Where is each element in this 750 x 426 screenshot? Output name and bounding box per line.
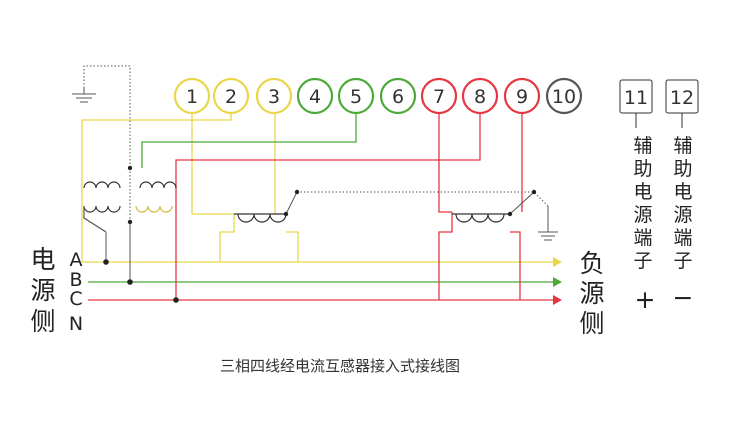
aux-terminal-11: 11 bbox=[619, 79, 653, 128]
terminal-5: 5 bbox=[337, 77, 375, 115]
terminal-10: 10 bbox=[545, 77, 583, 115]
terminal-10-label: 10 bbox=[552, 86, 576, 108]
terminal-2-label: 2 bbox=[225, 86, 237, 108]
phase-label-b: B bbox=[69, 269, 82, 291]
meter-coils bbox=[234, 213, 510, 223]
phase-label-a: A bbox=[70, 249, 83, 271]
aux-terminal-12-text: 辅助电源端子 bbox=[673, 135, 692, 272]
ground-icon bbox=[72, 88, 96, 103]
terminal-5-label: 5 bbox=[350, 86, 362, 108]
terminal-6-label: 6 bbox=[392, 86, 404, 108]
terminal-9-label: 9 bbox=[516, 86, 528, 108]
source-side-label: 电源侧 bbox=[30, 245, 55, 336]
ct-neutral-wiring bbox=[105, 191, 535, 282]
ct-coils-left bbox=[83, 181, 177, 233]
terminal-3-label: 3 bbox=[268, 86, 280, 108]
terminal-4: 4 bbox=[296, 77, 334, 115]
terminal-8: 8 bbox=[461, 77, 499, 115]
dotted-ground-connections bbox=[83, 65, 549, 222]
terminal-9: 9 bbox=[503, 77, 541, 115]
aux-terminal-12-label: 12 bbox=[670, 87, 694, 109]
terminal-1-label: 1 bbox=[186, 86, 198, 108]
phase-c-wiring bbox=[88, 112, 553, 301]
phase-label-n: N bbox=[69, 313, 83, 335]
phase-b-wiring bbox=[88, 112, 553, 283]
aux-terminal-11-sign: + bbox=[635, 285, 656, 314]
aux-terminal-11-label: 11 bbox=[624, 87, 648, 109]
load-arrows bbox=[553, 257, 562, 305]
diagram-caption: 三相四线经电流互感器接入式接线图 bbox=[220, 357, 460, 375]
terminal-3: 3 bbox=[255, 77, 293, 115]
junction-dots bbox=[103, 165, 537, 303]
terminal-4-label: 4 bbox=[309, 86, 321, 108]
phase-a-wiring bbox=[81, 112, 553, 263]
terminal-1: 1 bbox=[173, 77, 211, 115]
terminal-6: 6 bbox=[379, 77, 417, 115]
terminal-2: 2 bbox=[212, 77, 250, 115]
meter-terminals: 1 2 3 4 5 6 7 8 9 10 bbox=[173, 77, 583, 115]
phase-label-c: C bbox=[69, 288, 82, 310]
load-side-label: 负源侧 bbox=[579, 249, 604, 338]
terminal-7: 7 bbox=[420, 77, 458, 115]
terminal-7-label: 7 bbox=[433, 86, 445, 108]
terminal-8-label: 8 bbox=[474, 86, 486, 108]
aux-terminal-12-sign: − bbox=[673, 283, 694, 312]
aux-terminal-11-text: 辅助电源端子 bbox=[633, 135, 652, 272]
ground-icon bbox=[538, 206, 558, 241]
aux-terminal-12: 12 bbox=[665, 79, 699, 128]
